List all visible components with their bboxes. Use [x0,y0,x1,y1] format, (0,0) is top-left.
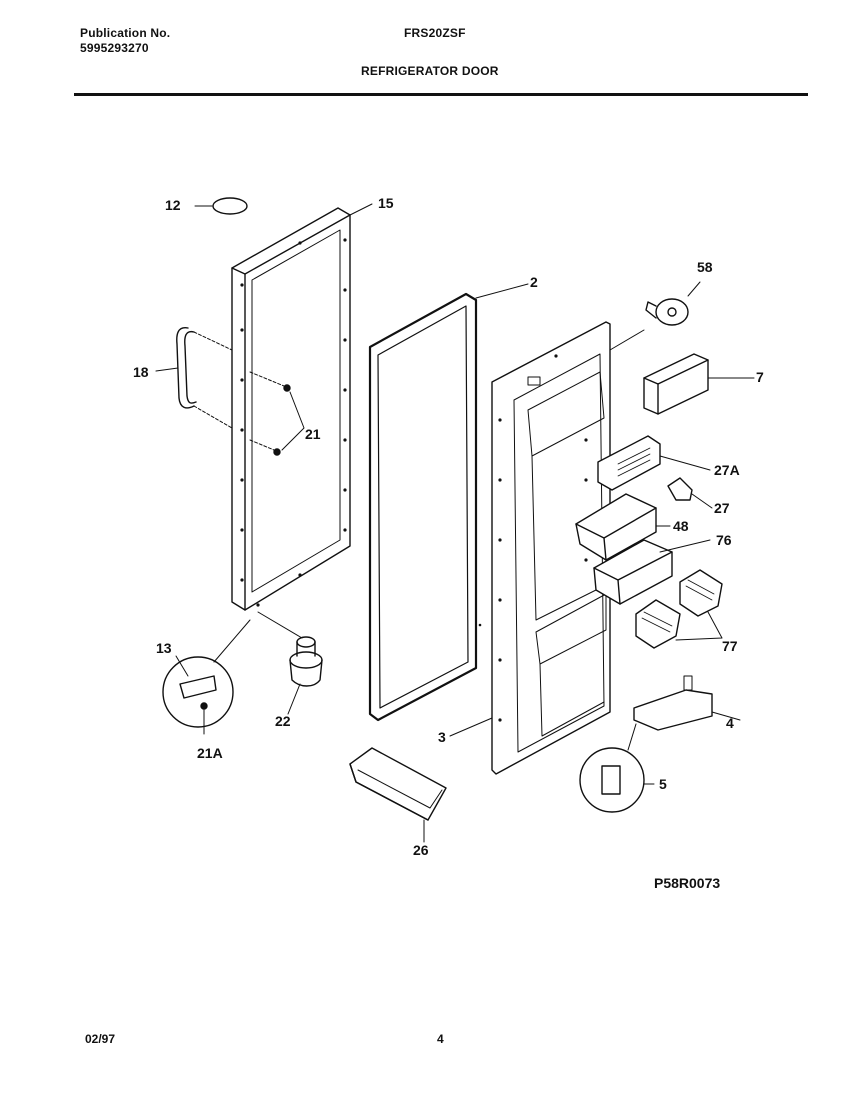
part-21a-screw [200,702,208,735]
callout-5: 5 [659,776,667,792]
model-number: FRS20ZSF [404,26,466,40]
part-22-bushing [257,611,323,715]
callout-3: 3 [438,729,446,745]
callout-77: 77 [722,638,738,654]
callout-2: 2 [530,274,538,290]
part-12-badge [212,197,248,215]
part-26-butter-bin [349,747,447,843]
callout-4: 4 [726,715,734,731]
part-15-outer-door-panel [231,203,373,611]
part-13-bracket-detail [162,619,251,728]
callout-76: 76 [716,532,732,548]
part-21-screws [249,371,305,456]
callout-22: 22 [275,713,291,729]
footer-date: 02/97 [85,1032,116,1046]
publication-label: Publication No. [80,26,171,40]
part-4-bracket [627,675,741,751]
part-3-inner-door-liner [449,321,645,775]
callout-21: 21 [305,426,321,442]
part-27a-dairy-frame [597,435,711,491]
page-number: 4 [437,1032,444,1046]
callout-15: 15 [378,195,394,211]
callout-18: 18 [133,364,149,380]
publication-number: 5995293270 [80,41,149,55]
callout-12: 12 [165,197,181,213]
drawing-code: P58R0073 [654,875,720,891]
part-7-dairy-cover [643,353,755,415]
part-27-hinge [667,477,713,509]
part-48-door-bin [575,493,671,561]
part-5-clip-detail [579,747,655,813]
callout-48: 48 [673,518,689,534]
callout-7: 7 [756,369,764,385]
part-58-knob [645,281,701,326]
part-18-door-handle [155,327,233,429]
callout-27: 27 [714,500,730,516]
callout-26: 26 [413,842,429,858]
callout-21a: 21A [197,745,223,761]
part-76-door-bin [593,539,711,605]
page-title: REFRIGERATOR DOOR [361,64,499,78]
header-divider [74,93,808,96]
callout-13: 13 [156,640,172,656]
callout-58: 58 [697,259,713,275]
part-77-egg-trays [635,569,723,649]
part-2-door-gasket [368,283,529,722]
callout-27a: 27A [714,462,740,478]
